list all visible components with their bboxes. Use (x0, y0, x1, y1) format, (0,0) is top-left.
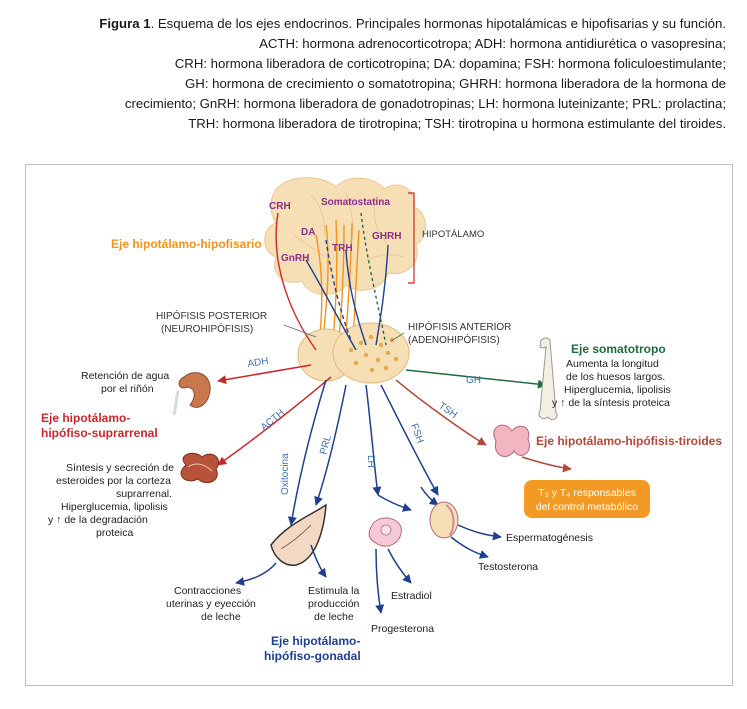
adrenal-effect-2: esteroides por la corteza (56, 475, 171, 487)
endocrine-axes-diagram: HIPOTÁLAMO CRH Somatostatina DA TRH GHRH… (41, 177, 722, 663)
axis-suprarrenal-2: hipófiso-suprarrenal (41, 426, 158, 440)
gnrh-label: GnRH (281, 253, 309, 264)
da-label: DA (301, 227, 315, 238)
anterior-pituitary-label-1: HIPÓFISIS ANTERIOR (408, 320, 511, 333)
milk-effect-3: de leche (314, 611, 354, 623)
caption-line-1: Figura 1. Esquema de los ejes endocrinos… (8, 14, 726, 34)
kidney-effect-1: Retención de agua (81, 370, 169, 382)
thyroid-icon (493, 424, 530, 457)
fsh-to-testis-arrow (420, 486, 439, 506)
uterus-effect-3: de leche (201, 611, 241, 623)
axis-suprarrenal-1: Eje hipotálamo- (41, 411, 130, 425)
hypothalamus-bracket (408, 192, 415, 284)
axis-somatotropo: Eje somatotropo (571, 342, 666, 356)
adh-label: ADH (247, 356, 270, 370)
caption-line-1-text: . Esquema de los ejes endocrinos. Princi… (150, 16, 726, 31)
gh-label: GH (466, 375, 481, 386)
lh-arrow (365, 384, 382, 496)
crh-label: CRH (269, 201, 291, 212)
espermatogenesis-label: Espermatogénesis (506, 532, 593, 544)
pituitary-gland (297, 322, 410, 384)
caption-line-5: crecimiento; GnRH: hormona liberadora de… (124, 96, 726, 111)
thyroid-box-text-1: T₃ y T₄ responsables (538, 487, 636, 499)
posterior-pituitary-label-2: (NEUROHIPÓFISIS) (161, 322, 253, 335)
kidney-icon (172, 372, 211, 416)
testosterona-label: Testosterona (478, 561, 538, 573)
adrenal-effect-1: Síntesis y secreción de (66, 462, 174, 474)
lh-label: LH (365, 455, 376, 468)
fsh-label: FSH (408, 422, 425, 445)
figure-caption: Figura 1. Esquema de los ejes endocrinos… (8, 14, 726, 134)
lh-to-testis-arrow (377, 494, 412, 512)
anterior-pituitary-label-2: (ADENOHIPÓFISIS) (408, 333, 500, 346)
tsh-arrow (395, 379, 487, 446)
hypothalamus-label: HIPOTÁLAMO (422, 229, 484, 240)
testis-icon (429, 501, 459, 539)
caption-line-4: GH: hormona de crecimiento o somatotropi… (185, 76, 726, 91)
fsh-arrow (380, 384, 439, 496)
bone-icon (538, 337, 558, 420)
posterior-pituitary-label-1: HIPÓFISIS POSTERIOR (156, 309, 267, 322)
progesterona-label: Progesterona (371, 623, 434, 635)
ghrh-label: GHRH (372, 231, 401, 242)
trh-line (345, 249, 367, 346)
espermatogenesis-arrow (457, 524, 502, 541)
axis-gonadal-2: hipófiso-gonadal (264, 649, 361, 663)
prl-label: PRL (318, 434, 334, 456)
thyroid-to-box-arrow (521, 456, 572, 473)
adrenal-effect-4: Hiperglucemia, lipolisis (61, 501, 168, 513)
axis-tiroides: Eje hipotálamo-hipófisis-tiroides (536, 434, 722, 448)
adh-arrow (217, 364, 312, 385)
bone-effect-2: de los huesos largos. (566, 371, 665, 383)
figure-label: Figura 1 (99, 16, 151, 31)
thyroid-hormones-box (524, 480, 650, 518)
bone-effect-3: Hiperglucemia, lipolisis (564, 384, 671, 396)
crh-line (275, 212, 317, 351)
uterus-effect-arrow (235, 562, 277, 586)
trh-label: TRH (332, 243, 353, 254)
gnrh-line (305, 259, 357, 351)
gh-arrow (405, 369, 547, 389)
ghrh-line (375, 244, 389, 346)
milk-effect-arrow (310, 544, 327, 578)
caption-line-6: TRH: hormona liberadora de tirotropina; … (188, 116, 726, 131)
uterus-effect-1: Contracciones (174, 585, 241, 597)
adrenal-icon (180, 452, 220, 484)
estradiol-label: Estradiol (391, 590, 432, 602)
diagram-panel: HIPOTÁLAMO CRH Somatostatina DA TRH GHRH… (25, 164, 733, 686)
anterior-pituitary-pointer (390, 332, 405, 342)
adrenal-effect-6: proteica (96, 527, 134, 539)
progesterona-arrow (375, 548, 385, 614)
tsh-label: TSH (436, 400, 459, 420)
somatostatina-line (360, 212, 387, 346)
uterus-effect-2: uterinas y eyección (166, 598, 256, 610)
posterior-pituitary-pointer (283, 324, 317, 338)
testosterona-arrow (450, 536, 489, 559)
oxitocina-label: Oxitocina (280, 453, 291, 495)
somatostatina-label: Somatostatina (321, 197, 390, 208)
da-line (325, 239, 352, 341)
bone-effect-4: y ↑ de la síntesis proteica (552, 397, 670, 409)
bone-effect-1: Aumenta la longitud (566, 358, 659, 370)
milk-effect-2: producción (308, 598, 360, 610)
milk-effect-1: Estimula la (308, 585, 360, 597)
axis-hipotalamo-hipofisario: Eje hipotálamo-hipofisario (111, 237, 262, 251)
axis-gonadal-1: Eje hipotálamo- (271, 634, 360, 648)
ovary-icon (368, 517, 402, 547)
hypothalamus-shape (264, 177, 426, 295)
prl-arrow (314, 384, 347, 506)
acth-label: ACTH (259, 407, 287, 433)
kidney-effect-2: por el riñón (101, 383, 154, 395)
thyroid-box-text-2: del control metabólico (536, 501, 638, 513)
adrenal-effect-5: y ↑ de la degradación (48, 514, 148, 526)
estradiol-arrow (387, 548, 412, 584)
mammary-gland-icon (270, 503, 327, 566)
caption-line-2: ACTH: hormona adrenocorticotropa; ADH: h… (259, 36, 726, 51)
acth-arrow (217, 376, 332, 466)
oxitocina-arrow (287, 379, 327, 526)
caption-line-3: CRH: hormona liberadora de corticotropin… (174, 56, 726, 71)
adrenal-effect-3: suprarrenal. (116, 488, 172, 500)
